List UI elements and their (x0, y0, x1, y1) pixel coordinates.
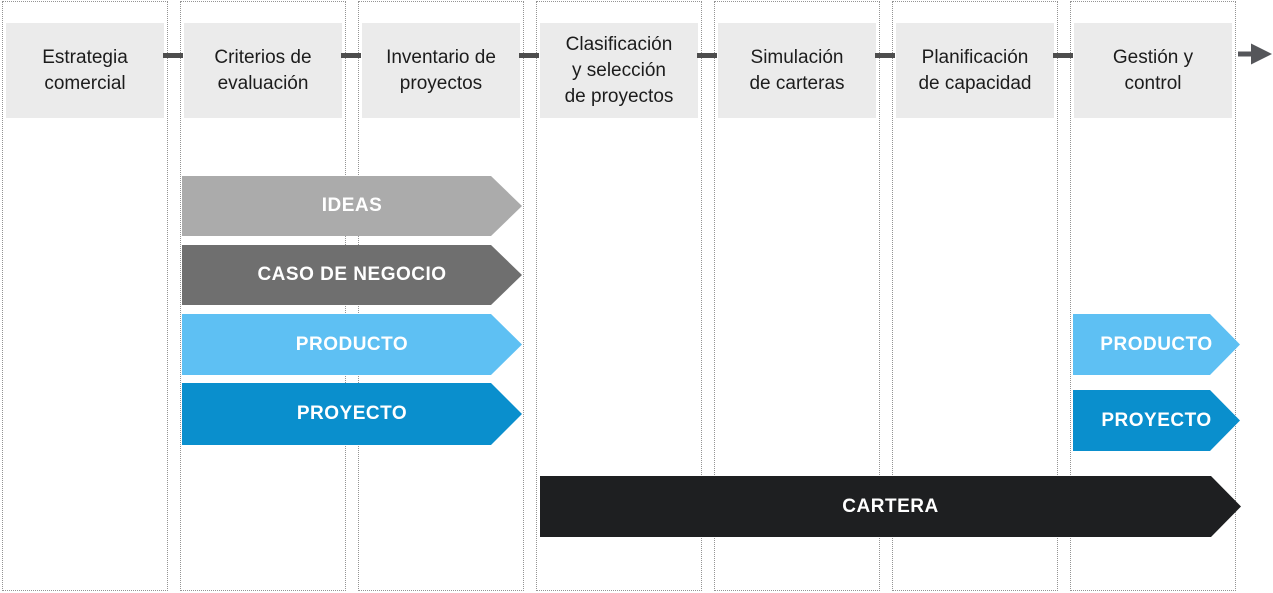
stage-header-criterios-evaluacion: Criterios de evaluación (184, 23, 342, 118)
stage-header-estrategia-comercial: Estrategia comercial (6, 23, 164, 118)
stage-connector-dash-3 (519, 53, 539, 58)
stage-header-planificacion-capacidad: Planificación de capacidad (896, 23, 1054, 118)
arrow-producto-left: PRODUCTO (182, 314, 522, 375)
stage-column-4 (536, 1, 702, 591)
arrow-ideas: IDEAS (182, 176, 522, 236)
arrow-proyecto-right: PROYECTO (1073, 390, 1240, 451)
arrow-proyecto-left-label: PROYECTO (296, 403, 408, 424)
stage-connector-dash-1 (163, 53, 183, 58)
stage-connector-dash-2 (341, 53, 361, 58)
stage-header-inventario-proyectos: Inventario de proyectos (362, 23, 520, 118)
stage-column-7 (1070, 1, 1236, 591)
arrow-cartera: CARTERA (540, 476, 1241, 537)
arrow-producto-right-label: PRODUCTO (1100, 333, 1213, 355)
stage-connector-dash-6 (1053, 53, 1073, 58)
stage-connector-dash-5 (875, 53, 895, 58)
arrow-producto-right: PRODUCTO (1073, 314, 1240, 375)
flow-end-arrow-icon (1238, 43, 1272, 65)
arrow-caso-de-negocio: CASO DE NEGOCIO (182, 245, 522, 305)
arrow-cartera-label: CARTERA (842, 495, 939, 517)
arrow-producto-left-label: PRODUCTO (295, 333, 409, 355)
stage-header-simulacion-carteras: Simulación de carteras (718, 23, 876, 118)
arrow-proyecto-right-label: PROYECTO (1101, 409, 1212, 431)
arrow-proyecto-left: PROYECTO (182, 383, 522, 445)
stage-column-5 (714, 1, 880, 591)
arrow-caso-de-negocio-label: CASO DE NEGOCIO (257, 264, 447, 285)
stage-column-1 (2, 1, 168, 591)
stage-connector-dash-4 (697, 53, 717, 58)
arrow-ideas-label: IDEAS (321, 195, 383, 216)
stage-header-clasificacion-seleccion: Clasificación y selección de proyectos (540, 23, 698, 118)
stage-column-6 (892, 1, 1058, 591)
stage-header-gestion-control: Gestión y control (1074, 23, 1232, 118)
